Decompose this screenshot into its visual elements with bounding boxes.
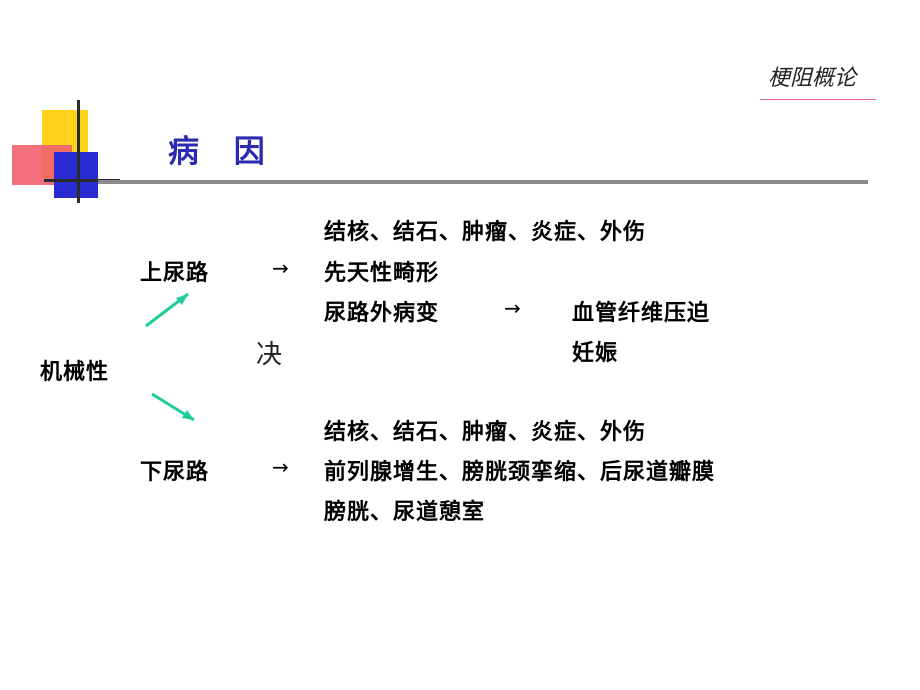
upper-arrow: → [272, 256, 289, 280]
deco-horizontal-line [44, 179, 120, 182]
root-label: 机械性 [40, 360, 110, 385]
lower-line-1: 结核、结石、肿瘤、炎症、外伤 [324, 420, 647, 445]
note-char: 决 [256, 340, 283, 370]
upper-sub-arrow: → [504, 296, 521, 320]
page-title: 病 因 [168, 134, 277, 170]
lower-label: 下尿路 [140, 460, 210, 485]
deco-blue-block [54, 152, 98, 198]
header-rule [98, 180, 868, 184]
lower-line-2: 前列腺增生、膀胱颈挛缩、后尿道瓣膜 [324, 460, 716, 485]
upper-target-2: 妊娠 [572, 341, 619, 366]
lower-branch-arrow-icon [151, 392, 195, 422]
upper-line-1: 结核、结石、肿瘤、炎症、外伤 [324, 220, 647, 245]
upper-line-2: 先天性畸形 [324, 261, 440, 286]
section-underline [760, 99, 876, 100]
upper-branch-arrow-icon [145, 292, 189, 328]
section-label: 梗阻概论 [768, 66, 857, 91]
branch-arrows [145, 292, 195, 422]
upper-line-3: 尿路外病变 [324, 301, 440, 326]
deco-vertical-line [77, 100, 80, 203]
upper-label: 上尿路 [140, 261, 210, 286]
lower-arrow: → [272, 455, 289, 479]
lower-line-3: 膀胱、尿道憩室 [324, 500, 486, 525]
upper-target-1: 血管纤维压迫 [572, 301, 711, 326]
